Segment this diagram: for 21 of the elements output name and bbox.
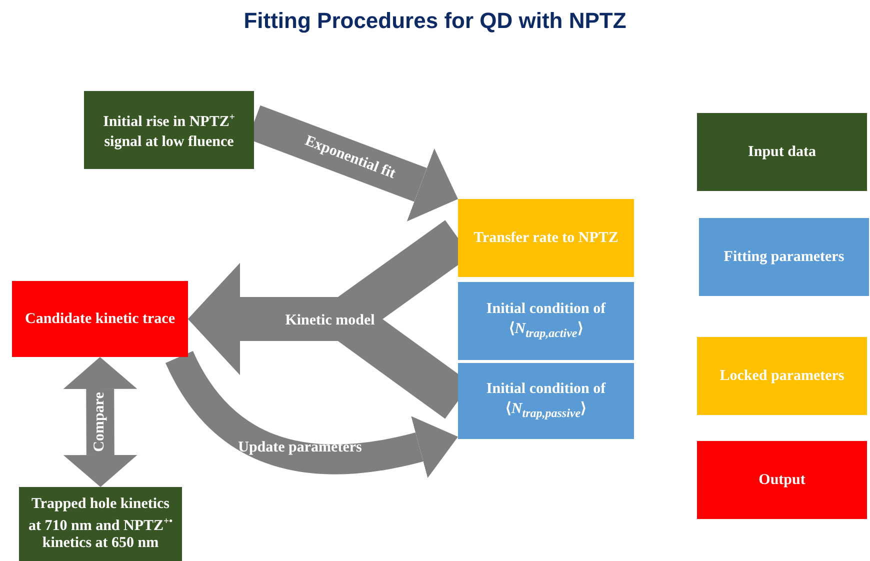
process-box — [84, 91, 254, 169]
process-box — [458, 282, 634, 360]
legend-label: Fitting parameters — [724, 248, 844, 266]
edge-label: Update parameters — [238, 440, 362, 456]
process-box — [458, 363, 634, 439]
box-text: Candidate kinetic trace — [25, 310, 175, 329]
legend-label: Locked parameters — [720, 368, 844, 384]
diagram-title: Fitting Procedures for QD with NPTZ — [242, 8, 628, 34]
process-box — [19, 487, 182, 561]
process-box — [12, 281, 188, 357]
edge-label: Compare — [92, 392, 108, 452]
legend-label: Output — [758, 472, 806, 488]
box-text: Trapped hole kinetics at 710 nm and NPTZ$^{+•}$ kinetics at 650 nm — [27, 496, 174, 552]
block-arrow — [63, 357, 138, 487]
process-box — [458, 199, 634, 277]
edge-label: Kinetic model — [285, 312, 375, 330]
box-text: Initial condition of ⟨N$_{trap,passive}$⟩ — [485, 380, 607, 422]
box-text: Initial rise in NPTZ$^{+}$ signal at low fluence — [102, 111, 236, 152]
box-text: Initial condition of ⟨N$_{trap,active}$⟩ — [485, 300, 607, 342]
box-text: Transfer rate to NPTZ — [474, 229, 618, 248]
legend-label: Input data — [748, 144, 816, 160]
